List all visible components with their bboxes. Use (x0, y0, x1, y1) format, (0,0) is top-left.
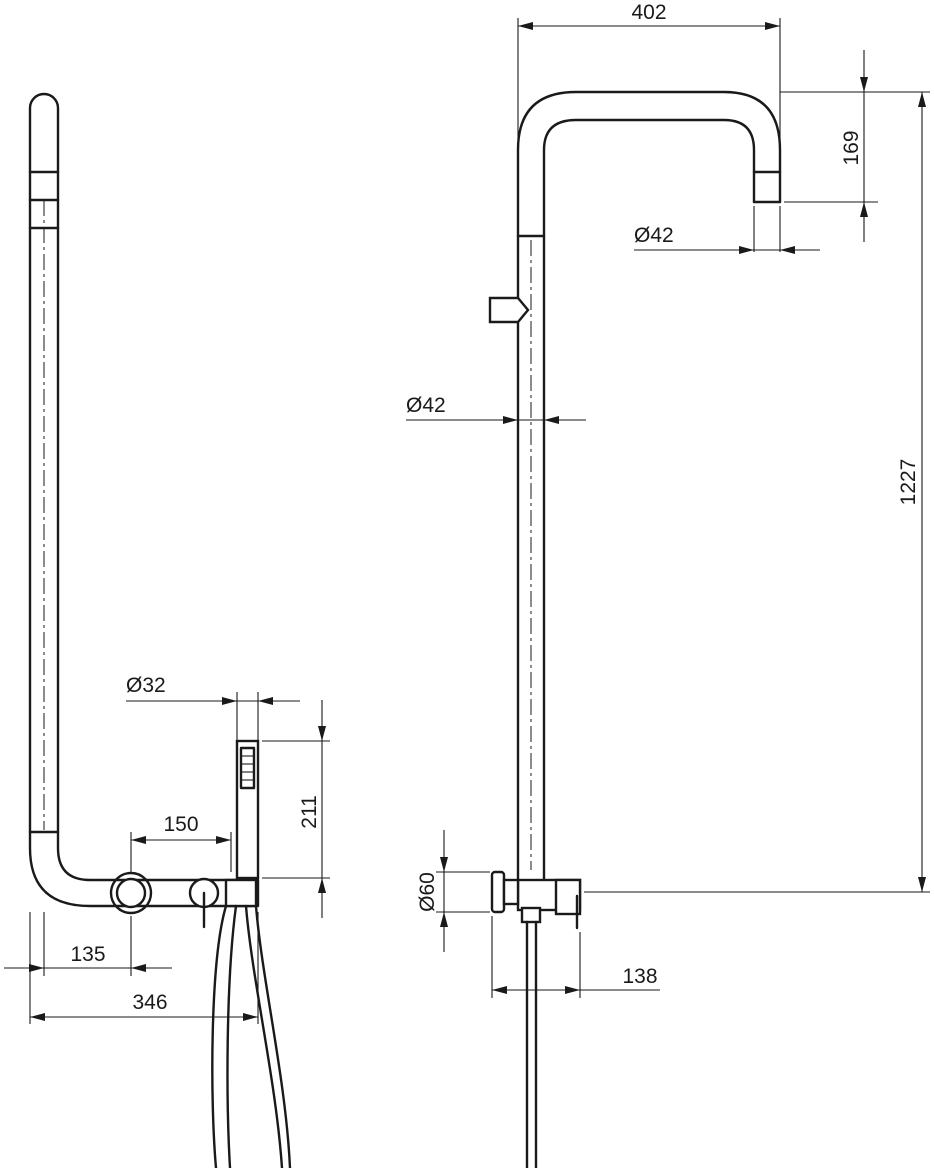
dim-right-mixer-diameter: Ø60 (416, 872, 439, 912)
right-hose-outlet (520, 906, 542, 924)
right-slide-bracket (488, 296, 530, 324)
left-shower-column (28, 92, 292, 1168)
left-hose-inner (226, 904, 238, 1168)
dim-right-overall-height: 1227 (897, 459, 920, 506)
dim-right-pipe-diameter: Ø42 (406, 394, 446, 417)
left-hose-2-inner (254, 904, 292, 1168)
right-riser-outer (516, 90, 782, 882)
right-riser-inner (542, 118, 756, 882)
right-round-handle (490, 870, 506, 914)
left-holder (224, 878, 258, 908)
dim-left-pipe-to-valve: 135 (70, 943, 105, 966)
left-knob-1-ring (109, 871, 153, 915)
dim-right-arm-reach: 402 (631, 1, 666, 24)
dim-left-hand-shower-diameter: Ø32 (126, 674, 166, 697)
left-hand-shower-grille (239, 746, 256, 790)
left-hand-shower (235, 739, 260, 880)
left-hose-2-outer (244, 904, 284, 1168)
dim-left-hand-shower-height: 211 (298, 795, 321, 828)
left-pipe-outline (28, 92, 260, 908)
dim-right-head-diameter: Ø42 (634, 224, 674, 247)
left-dimensions: Ø32 211 150 135 346 (4, 674, 330, 1024)
left-knob-1 (115, 877, 147, 909)
dim-left-overall-width: 346 (132, 991, 167, 1014)
dim-right-mixer-width: 138 (622, 965, 657, 988)
right-round-handle-neck (502, 878, 520, 906)
right-shower-column (488, 90, 782, 1168)
left-hose-outer (211, 904, 228, 1168)
dim-left-valve-spacing: 150 (163, 813, 198, 836)
dim-right-head-drop: 169 (840, 130, 863, 165)
right-dimensions: 402 169 1227 Ø42 Ø42 Ø60 (406, 1, 930, 998)
